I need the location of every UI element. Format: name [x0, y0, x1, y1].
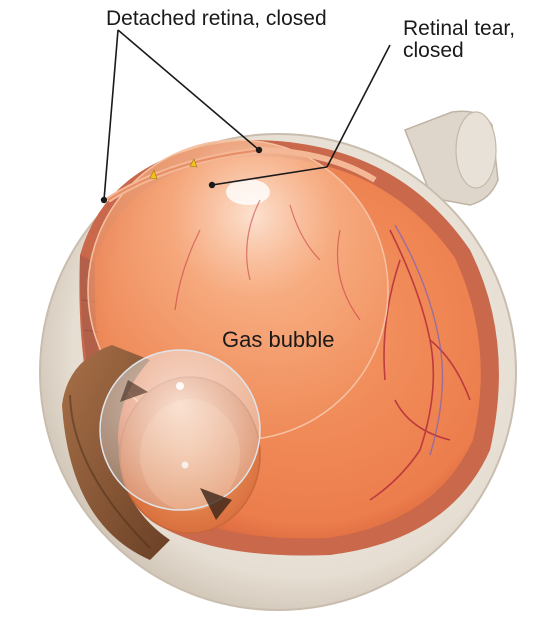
gas-bubble-label: Gas bubble	[222, 329, 335, 351]
retinal-tear-label-line2: closed	[403, 40, 515, 62]
retinal-tear-label-line1: Retinal tear,	[403, 18, 515, 40]
detached-retina-label: Detached retina, closed	[106, 8, 327, 30]
retinal-tear-label: Retinal tear, closed	[403, 18, 515, 62]
